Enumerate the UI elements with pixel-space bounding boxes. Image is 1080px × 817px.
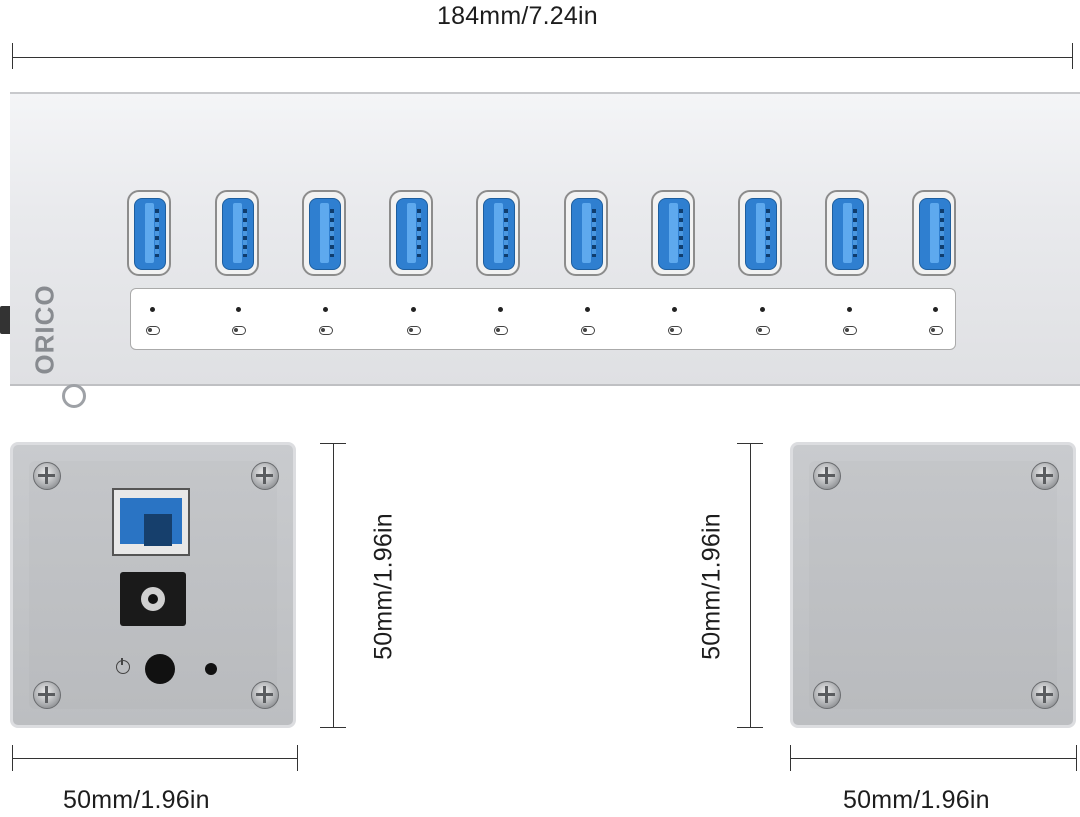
port-switch-1[interactable]	[146, 326, 160, 335]
port-led-10	[933, 307, 938, 312]
usb-port-8	[738, 190, 782, 276]
back-height-tick-bottom	[737, 727, 763, 728]
power-icon	[116, 658, 130, 674]
screw-icon	[813, 462, 841, 490]
length-label: 184mm/7.24in	[437, 2, 598, 30]
port-switch-2[interactable]	[232, 326, 246, 335]
front-width-dimension-line	[12, 758, 297, 759]
length-dimension-line	[12, 57, 1072, 58]
port-switch-4[interactable]	[407, 326, 421, 335]
screw-icon	[33, 681, 61, 709]
port-led-3	[323, 307, 328, 312]
port-led-8	[760, 307, 765, 312]
screw-icon	[1031, 681, 1059, 709]
brand-mark-icon	[62, 384, 86, 408]
switch-panel	[130, 288, 956, 350]
back-width-label: 50mm/1.96in	[843, 786, 990, 814]
power-button[interactable]	[145, 654, 175, 684]
port-led-1	[150, 307, 155, 312]
front-height-label: 50mm/1.96in	[369, 513, 398, 660]
screw-icon	[251, 681, 279, 709]
front-width-tick-right	[297, 745, 298, 771]
port-switch-3[interactable]	[319, 326, 333, 335]
hub-edge-connector	[0, 306, 12, 334]
front-height-tick-bottom	[320, 727, 346, 728]
usb-port-4	[389, 190, 433, 276]
port-led-6	[585, 307, 590, 312]
port-led-2	[236, 307, 241, 312]
brand-name: ORICO	[29, 284, 60, 375]
screw-icon	[33, 462, 61, 490]
length-tick-right	[1072, 43, 1073, 69]
port-led-7	[672, 307, 677, 312]
usb-port-2	[215, 190, 259, 276]
port-switch-8[interactable]	[756, 326, 770, 335]
port-switch-7[interactable]	[668, 326, 682, 335]
port-switch-5[interactable]	[494, 326, 508, 335]
usb-port-10	[912, 190, 956, 276]
screw-icon	[813, 681, 841, 709]
back-height-label: 50mm/1.96in	[697, 513, 726, 660]
back-height-dimension-line	[750, 443, 751, 727]
power-led	[205, 663, 217, 675]
length-tick-left	[12, 43, 13, 69]
usb-port-9	[825, 190, 869, 276]
usb-port-5	[476, 190, 520, 276]
port-led-4	[411, 307, 416, 312]
front-height-dimension-line	[333, 443, 334, 727]
usb-port-7	[651, 190, 695, 276]
usb-port-3	[302, 190, 346, 276]
usb-port-6	[564, 190, 608, 276]
port-led-9	[847, 307, 852, 312]
back-end-cap-face	[809, 461, 1057, 709]
port-switch-10[interactable]	[929, 326, 943, 335]
screw-icon	[251, 462, 279, 490]
front-width-label: 50mm/1.96in	[63, 786, 210, 814]
port-switch-6[interactable]	[581, 326, 595, 335]
brand-logo: ORICO	[30, 244, 110, 424]
usb-port-1	[127, 190, 171, 276]
back-width-tick-right	[1076, 745, 1077, 771]
port-led-5	[498, 307, 503, 312]
back-width-dimension-line	[790, 758, 1076, 759]
port-switch-9[interactable]	[843, 326, 857, 335]
screw-icon	[1031, 462, 1059, 490]
back-end-cap	[790, 442, 1076, 728]
dc-power-jack	[120, 572, 186, 626]
usb-b-port	[112, 488, 190, 556]
